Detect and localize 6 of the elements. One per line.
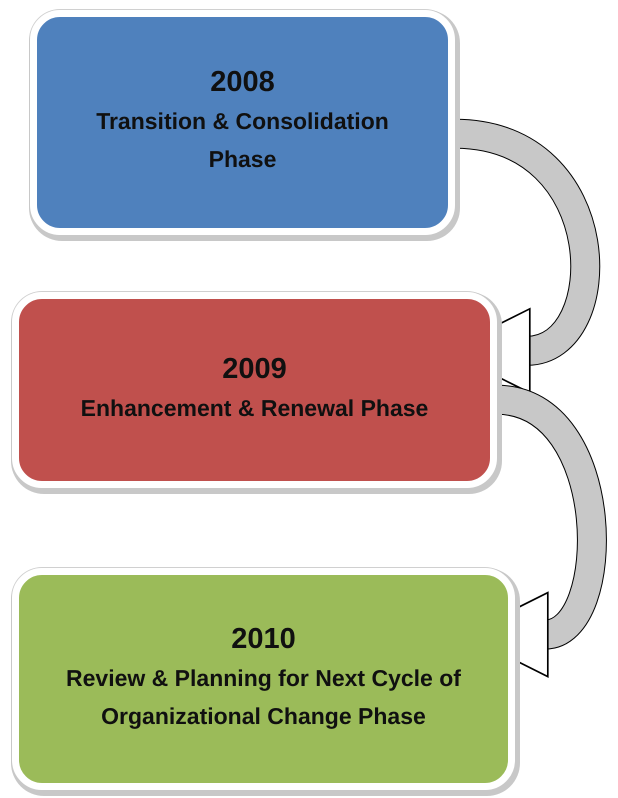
phase-label: Transition & Consolidation Phase [95,107,390,174]
phase-label: Enhancement & Renewal Phase [80,394,430,423]
year-label: 2010 [231,622,296,656]
phase-label: Review & Planning for Next Cycle of Organizational Change Phase [65,664,462,731]
year-label: 2008 [210,66,275,100]
year-label: 2009 [222,352,287,386]
